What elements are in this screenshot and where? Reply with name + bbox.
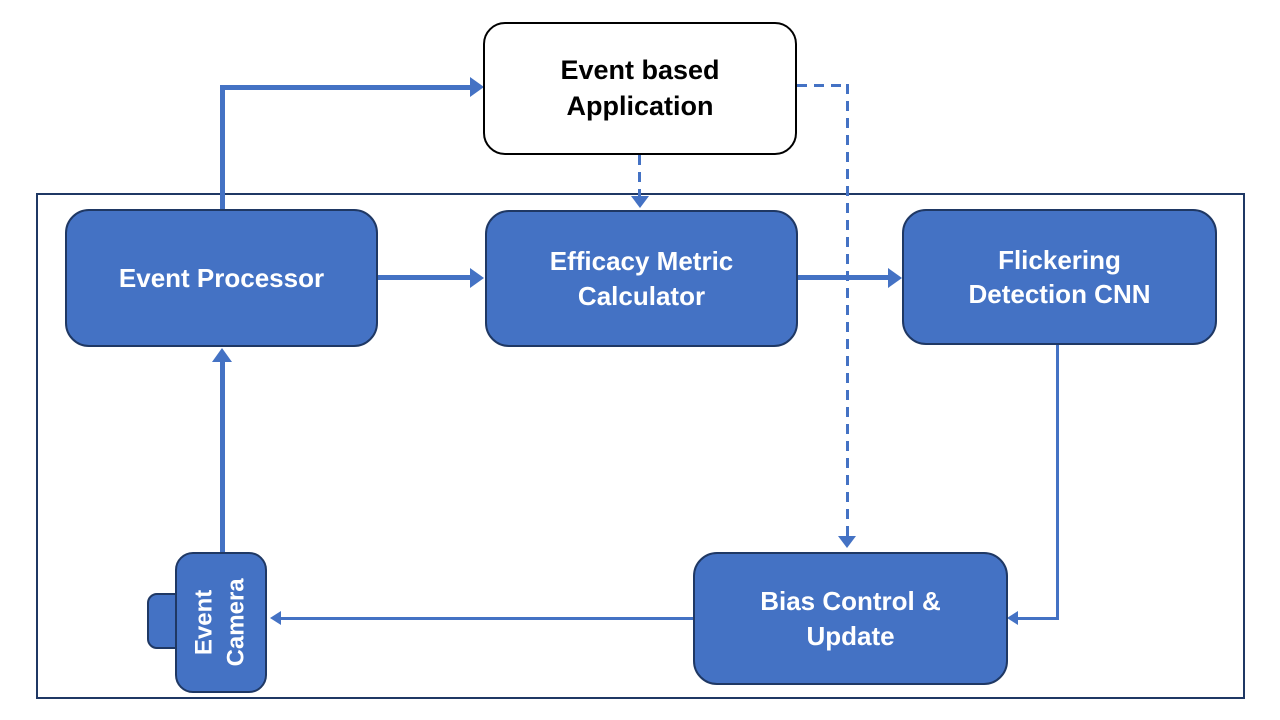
node-flickering-detection-cnn: Flickering Detection CNN [902, 209, 1217, 345]
node-label: Event [190, 589, 218, 656]
node-event-processor: Event Processor [65, 209, 378, 347]
node-label: Event based [560, 54, 720, 85]
arrow-processor-to-app-horizontal [220, 85, 471, 90]
arrow-cnn-to-bias-horizontal [1018, 617, 1059, 620]
node-label: Application [566, 90, 714, 121]
arrowhead-app-to-efficacy [631, 196, 649, 208]
node-event-based-application: Event based Application [483, 22, 797, 155]
node-label: Detection CNN [968, 279, 1151, 309]
node-label: Efficacy Metric [549, 246, 734, 277]
arrowhead-camera-to-processor [212, 348, 232, 362]
node-label: Camera [223, 578, 250, 667]
node-label: Flickering [998, 244, 1121, 275]
node-label: Event Processor [118, 262, 325, 293]
node-bias-control-update: Bias Control & Update [693, 552, 1008, 685]
arrowhead-efficacy-to-cnn [888, 268, 902, 288]
arrow-app-to-efficacy [638, 155, 641, 196]
arrow-bias-to-camera [281, 617, 693, 620]
arrow-processor-to-app-vertical [220, 85, 225, 209]
node-label: Bias Control & [760, 586, 941, 617]
arrowhead-cnn-to-bias [1007, 611, 1018, 625]
arrowhead-processor-to-efficacy [470, 268, 484, 288]
arrow-efficacy-to-cnn [798, 275, 889, 280]
arrowhead-bias-to-camera [270, 611, 281, 625]
node-label: Calculator [577, 280, 706, 311]
arrowhead-processor-to-app [470, 77, 484, 97]
node-efficacy-metric-calculator: Efficacy Metric Calculator [485, 210, 798, 347]
arrowhead-app-to-bias [838, 536, 856, 548]
camera-label-rotated: Event Camera [189, 578, 254, 666]
node-event-camera: Event Camera [175, 552, 267, 693]
arrow-camera-to-processor [220, 362, 225, 552]
arrow-app-to-bias-horizontal [797, 84, 848, 87]
arrow-app-to-bias-vertical [846, 84, 849, 536]
arrow-processor-to-efficacy [378, 275, 471, 280]
node-label: Update [806, 620, 895, 651]
arrow-cnn-to-bias-vertical [1056, 345, 1059, 619]
